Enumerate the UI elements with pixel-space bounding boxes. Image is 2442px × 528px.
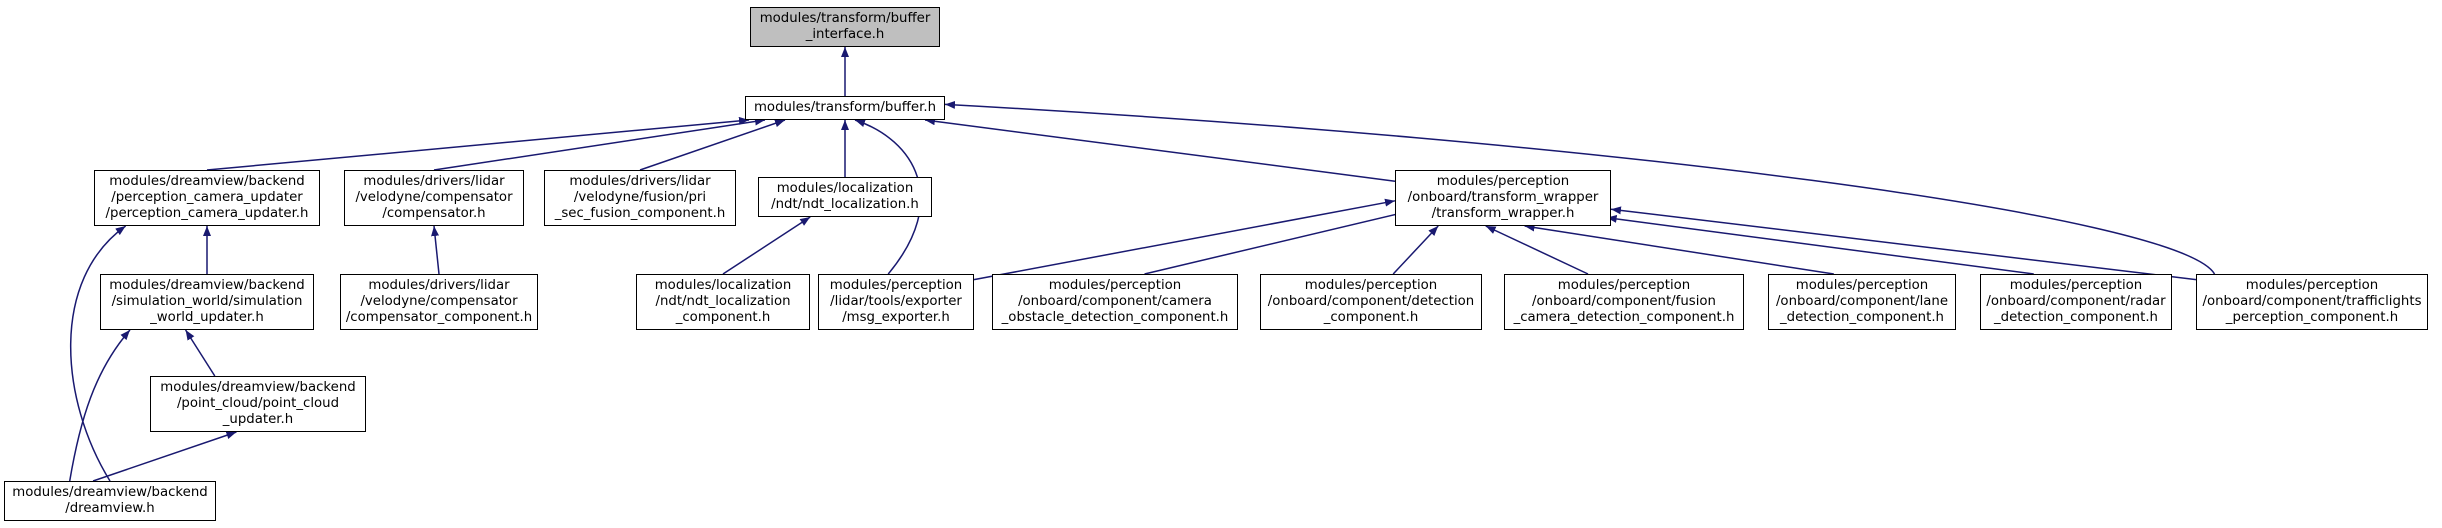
node-label-line: _world_updater.h <box>150 310 264 325</box>
node-label-line: _detection_component.h <box>1780 310 1944 325</box>
node-label-line: /onboard/component/radar <box>1986 294 2166 309</box>
node-compensator-component-h[interactable]: modules/drivers/lidar/velodyne/compensat… <box>340 274 538 330</box>
edge-point_cloud_updater-to-simulation_world_updater <box>184 329 216 377</box>
node-label-line: modules/drivers/lidar <box>363 174 505 189</box>
node-label-line: /perception_camera_updater.h <box>105 206 309 221</box>
node-compensator-h[interactable]: modules/drivers/lidar/velodyne/compensat… <box>344 170 524 226</box>
edge-msg_exporter-to-buffer <box>854 119 922 275</box>
node-label-line: /compensator.h <box>382 206 486 221</box>
node-dreamview-h[interactable]: modules/dreamview/backend/dreamview.h <box>4 481 216 521</box>
node-label-line: _interface.h <box>805 27 885 42</box>
node-label-line: /simulation_world/simulation <box>111 294 303 309</box>
edge-fusion_camera-to-transform_wrapper <box>1485 225 1589 275</box>
node-label-line: /point_cloud/point_cloud <box>176 396 340 411</box>
node-detection-component-h[interactable]: modules/perception/onboard/component/det… <box>1260 274 1482 330</box>
node-label-line: modules/perception <box>1795 278 1929 293</box>
node-label-line: _perception_component.h <box>2225 310 2399 325</box>
node-pri-sec-fusion-component-h[interactable]: modules/drivers/lidar/velodyne/fusion/pr… <box>544 170 736 226</box>
edge-trafficlights-to-buffer <box>944 100 2216 275</box>
node-label-line: modules/perception <box>1048 278 1182 293</box>
node-label-line: modules/perception <box>1557 278 1691 293</box>
node-label-line: /onboard/component/detection <box>1267 294 1475 309</box>
edge-ndt_localization_component-to-ndt_localization <box>722 216 811 275</box>
edge-trafficlights-to-transform_wrapper <box>1610 206 2197 281</box>
edge-dreamview-to-point_cloud_updater <box>92 431 237 482</box>
node-label-line: modules/perception <box>2009 278 2143 293</box>
edge-compensator_component-to-compensator <box>431 225 440 275</box>
node-label-line: /velodyne/compensator <box>355 190 513 205</box>
node-label-line: modules/perception <box>1436 174 1570 189</box>
node-buffer-h[interactable]: modules/transform/buffer.h <box>745 96 945 120</box>
edge-pri_sec_fusion-to-buffer <box>639 119 786 171</box>
node-label-line: /onboard/component/trafficlights <box>2202 294 2422 309</box>
node-point-cloud-updater-h[interactable]: modules/dreamview/backend/point_cloud/po… <box>150 376 366 432</box>
node-label-line: _updater.h <box>222 412 294 427</box>
edge-lane_detection-to-transform_wrapper <box>1524 223 1834 275</box>
node-buffer-interface-h: modules/transform/buffer_interface.h <box>750 7 940 47</box>
node-label-line: _obstacle_detection_component.h <box>1001 310 1229 325</box>
node-label-line: /onboard/component/lane <box>1775 294 1949 309</box>
node-label-line: _component.h <box>675 310 771 325</box>
node-transform-wrapper-h[interactable]: modules/perception/onboard/transform_wra… <box>1395 170 1611 226</box>
node-label-line: modules/drivers/lidar <box>368 278 510 293</box>
node-label-line: modules/perception <box>1304 278 1438 293</box>
node-ndt-localization-component-h[interactable]: modules/localization/ndt/ndt_localizatio… <box>636 274 810 330</box>
edge-radar_detection-to-transform_wrapper <box>1606 214 2034 275</box>
node-label-line: modules/dreamview/backend <box>109 174 305 189</box>
node-label-line: modules/transform/buffer <box>759 11 931 26</box>
edge-transform_wrapper-to-buffer <box>924 117 1396 182</box>
node-label-line: /ndt/ndt_localization <box>655 294 791 309</box>
node-label-line: modules/localization <box>776 181 914 196</box>
node-label-line: /velodyne/compensator <box>360 294 518 309</box>
node-label-line: _camera_detection_component.h <box>1513 310 1735 325</box>
edge-dreamview-to-perception_camera_updater <box>69 225 127 482</box>
node-radar-detection-component-h[interactable]: modules/perception/onboard/component/rad… <box>1980 274 2172 330</box>
node-fusion-camera-detection-component-h[interactable]: modules/perception/onboard/component/fus… <box>1504 274 1744 330</box>
node-lane-detection-component-h[interactable]: modules/perception/onboard/component/lan… <box>1768 274 1956 330</box>
node-label-line: modules/transform/buffer.h <box>753 100 936 115</box>
node-label-line: /velodyne/fusion/pri <box>573 190 707 205</box>
node-perception-camera-updater-h[interactable]: modules/dreamview/backend/perception_cam… <box>94 170 320 226</box>
edge-perception_camera_updater-to-buffer <box>206 116 750 171</box>
node-label-line: /perception_camera_updater <box>111 190 303 205</box>
node-label-line: /onboard/component/camera <box>1018 294 1212 309</box>
node-label-line: modules/perception <box>2245 278 2379 293</box>
node-label-line: /compensator_component.h <box>345 310 533 325</box>
node-label-line: /msg_exporter.h <box>842 310 950 325</box>
node-label-line: modules/localization <box>654 278 792 293</box>
node-label-line: _component.h <box>1323 310 1419 325</box>
node-label-line: /lidar/tools/exporter <box>830 294 962 309</box>
node-camera-obstacle-detection-component-h[interactable]: modules/perception/onboard/component/cam… <box>992 274 1238 330</box>
edge-camera_obstacle-to-transform_wrapper <box>1144 210 1406 275</box>
node-label-line: /ndt/ndt_localization.h <box>771 197 919 212</box>
node-label-line: /dreamview.h <box>65 501 155 516</box>
node-label-line: modules/dreamview/backend <box>12 485 208 500</box>
node-label-line: /transform_wrapper.h <box>1431 206 1575 221</box>
node-msg-exporter-h[interactable]: modules/perception/lidar/tools/exporter/… <box>818 274 974 330</box>
node-label-line: _sec_fusion_component.h <box>554 206 726 221</box>
edge-msg_exporter-to-transform_wrapper <box>973 198 1396 281</box>
node-label-line: modules/perception <box>829 278 963 293</box>
node-label-line: /onboard/transform_wrapper <box>1407 190 1599 205</box>
node-label-line: /onboard/component/fusion <box>1532 294 1716 309</box>
edge-dreamview-to-simulation_world_updater <box>68 329 131 482</box>
edge-compensator-to-buffer <box>433 117 766 171</box>
edge-detection_component-to-transform_wrapper <box>1392 225 1439 275</box>
node-label-line: modules/dreamview/backend <box>109 278 305 293</box>
node-label-line: modules/dreamview/backend <box>160 380 356 395</box>
node-label-line: modules/drivers/lidar <box>569 174 711 189</box>
node-label-line: _detection_component.h <box>1994 310 2158 325</box>
node-simulation-world-updater-h[interactable]: modules/dreamview/backend/simulation_wor… <box>100 274 314 330</box>
node-trafficlights-perception-component-h[interactable]: modules/perception/onboard/component/tra… <box>2196 274 2428 330</box>
node-ndt-localization-h[interactable]: modules/localization/ndt/ndt_localizatio… <box>758 177 932 217</box>
